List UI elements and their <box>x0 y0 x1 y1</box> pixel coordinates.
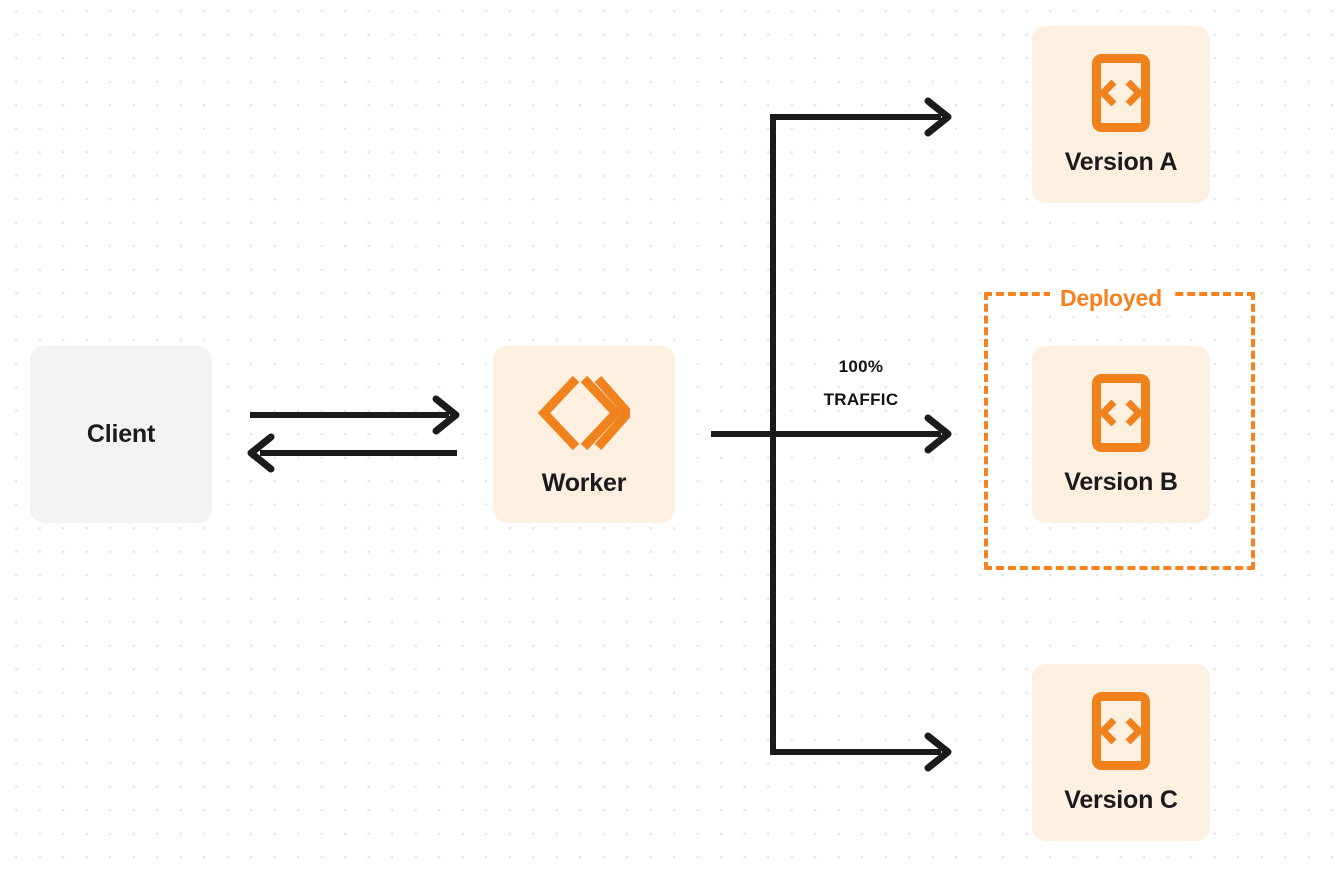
client-node[interactable]: Client <box>30 346 212 523</box>
worker-node[interactable]: Worker <box>493 346 675 523</box>
code-brackets-icon <box>1092 692 1150 770</box>
edge-client-to-worker <box>250 395 460 435</box>
edge-worker-to-version-a <box>770 97 952 137</box>
traffic-label: 100% TRAFFIC <box>786 350 936 416</box>
edge-worker-to-version-b <box>711 414 952 454</box>
worker-label: Worker <box>541 469 627 497</box>
cloudflare-workers-icon <box>538 373 630 453</box>
version-b-label: Version B <box>1064 468 1178 496</box>
deployed-label: Deployed <box>1050 284 1172 312</box>
version-c-node[interactable]: Version C <box>1032 664 1210 841</box>
edge-worker-to-version-c <box>770 732 952 772</box>
client-label: Client <box>86 420 156 448</box>
code-brackets-icon <box>1092 374 1150 452</box>
traffic-percent: 100% <box>838 357 884 376</box>
edge-worker-to-client <box>247 433 457 473</box>
code-brackets-icon <box>1092 54 1150 132</box>
version-a-label: Version A <box>1064 148 1178 176</box>
traffic-word: TRAFFIC <box>823 390 899 409</box>
version-c-label: Version C <box>1064 786 1178 814</box>
version-a-node[interactable]: Version A <box>1032 26 1210 203</box>
version-b-node[interactable]: Version B <box>1032 346 1210 523</box>
